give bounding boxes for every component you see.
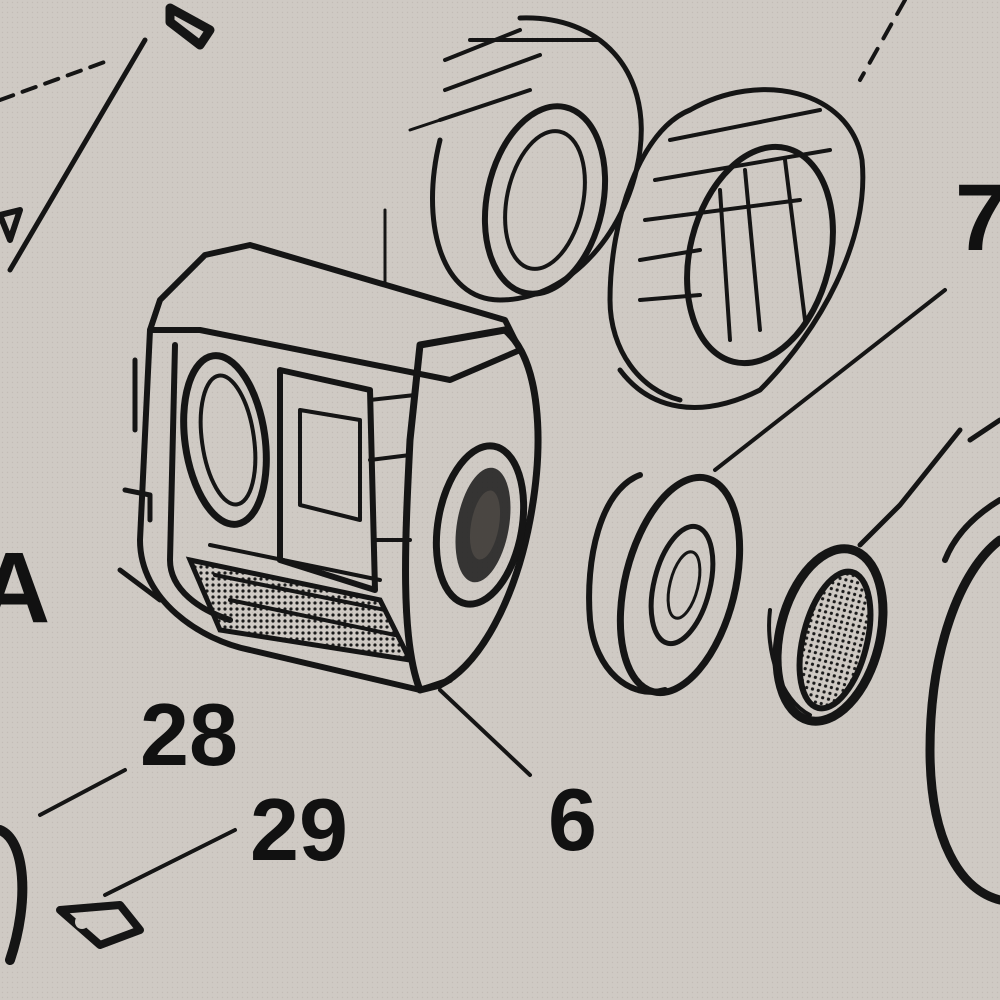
callout-6: 6 <box>548 770 597 869</box>
bearing-race-rear <box>383 15 644 303</box>
roller-cage <box>607 87 866 410</box>
callout-28: 28 <box>140 685 238 784</box>
gear-housing <box>117 242 542 694</box>
seal-ring <box>767 544 888 726</box>
callout-a: A <box>0 532 50 644</box>
top-left-fragment <box>0 3 215 273</box>
leader-line-seal <box>857 427 963 548</box>
leader-line-28 <box>38 768 127 817</box>
leader-line-washer <box>713 288 947 472</box>
callout-7: 7 <box>955 165 1000 271</box>
right-arc-part <box>925 417 1000 905</box>
thrust-washer <box>586 472 744 697</box>
callout-29: 29 <box>250 780 348 879</box>
guide-line-top <box>858 0 907 82</box>
bottom-left-fragment <box>0 825 144 965</box>
leader-line-6 <box>438 688 532 777</box>
leader-line-29 <box>103 828 237 897</box>
